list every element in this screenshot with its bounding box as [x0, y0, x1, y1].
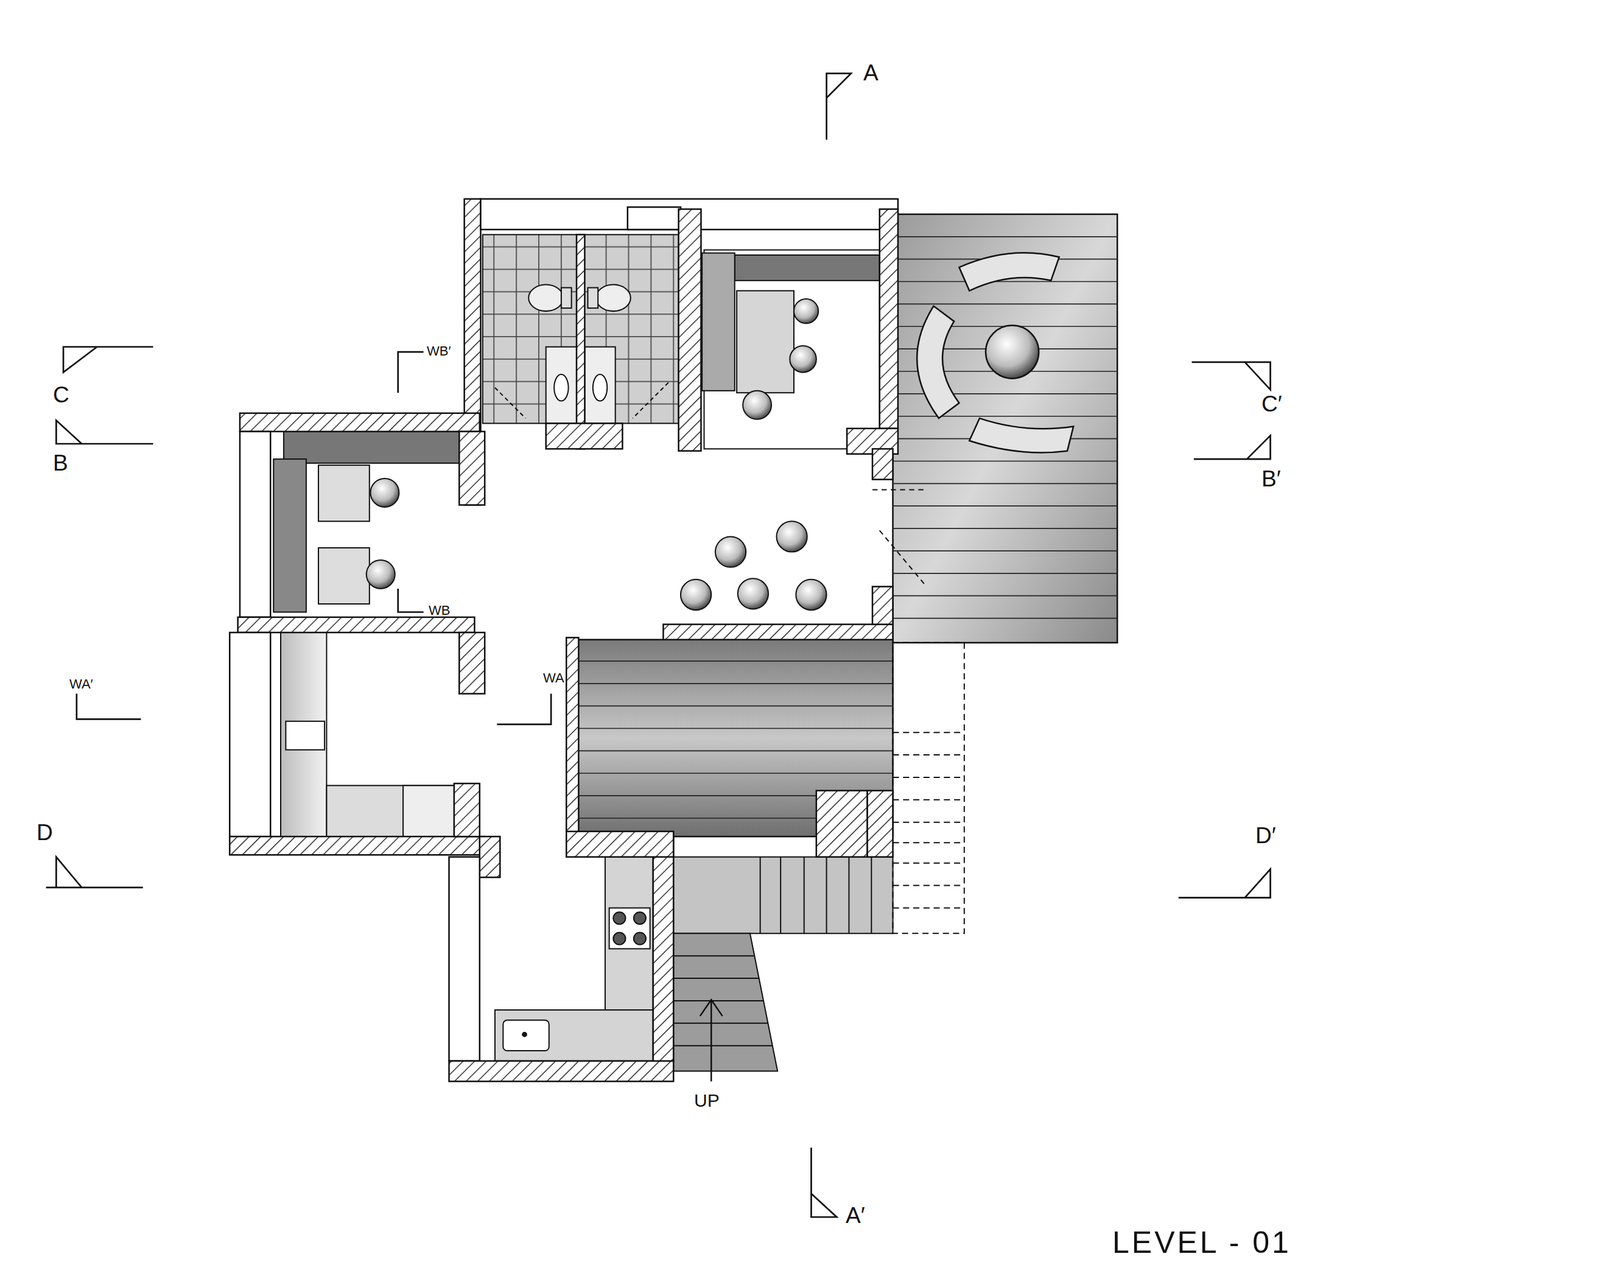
section-label: A′ [845, 1204, 866, 1227]
stools [366, 298, 827, 611]
stairs [673, 642, 965, 1082]
section-label: WB′ [426, 344, 452, 358]
section-label: B′ [1261, 467, 1281, 491]
section-label: C [52, 383, 70, 407]
section-label: WA′ [69, 677, 94, 692]
section-label: A [863, 61, 879, 85]
walls [229, 199, 899, 1082]
section-label: D′ [1255, 824, 1277, 847]
section-label: B [52, 451, 69, 475]
section-label: WA [543, 671, 565, 685]
section-label: C′ [1261, 392, 1283, 416]
interior [273, 234, 927, 1061]
deck-furniture [916, 252, 1074, 453]
section-label: WB [428, 603, 450, 618]
section-label: D [36, 821, 53, 844]
section-markers [46, 73, 1271, 1218]
section-label: UP [694, 1091, 720, 1110]
drawing-title: LEVEL - 01 [1112, 1227, 1292, 1258]
